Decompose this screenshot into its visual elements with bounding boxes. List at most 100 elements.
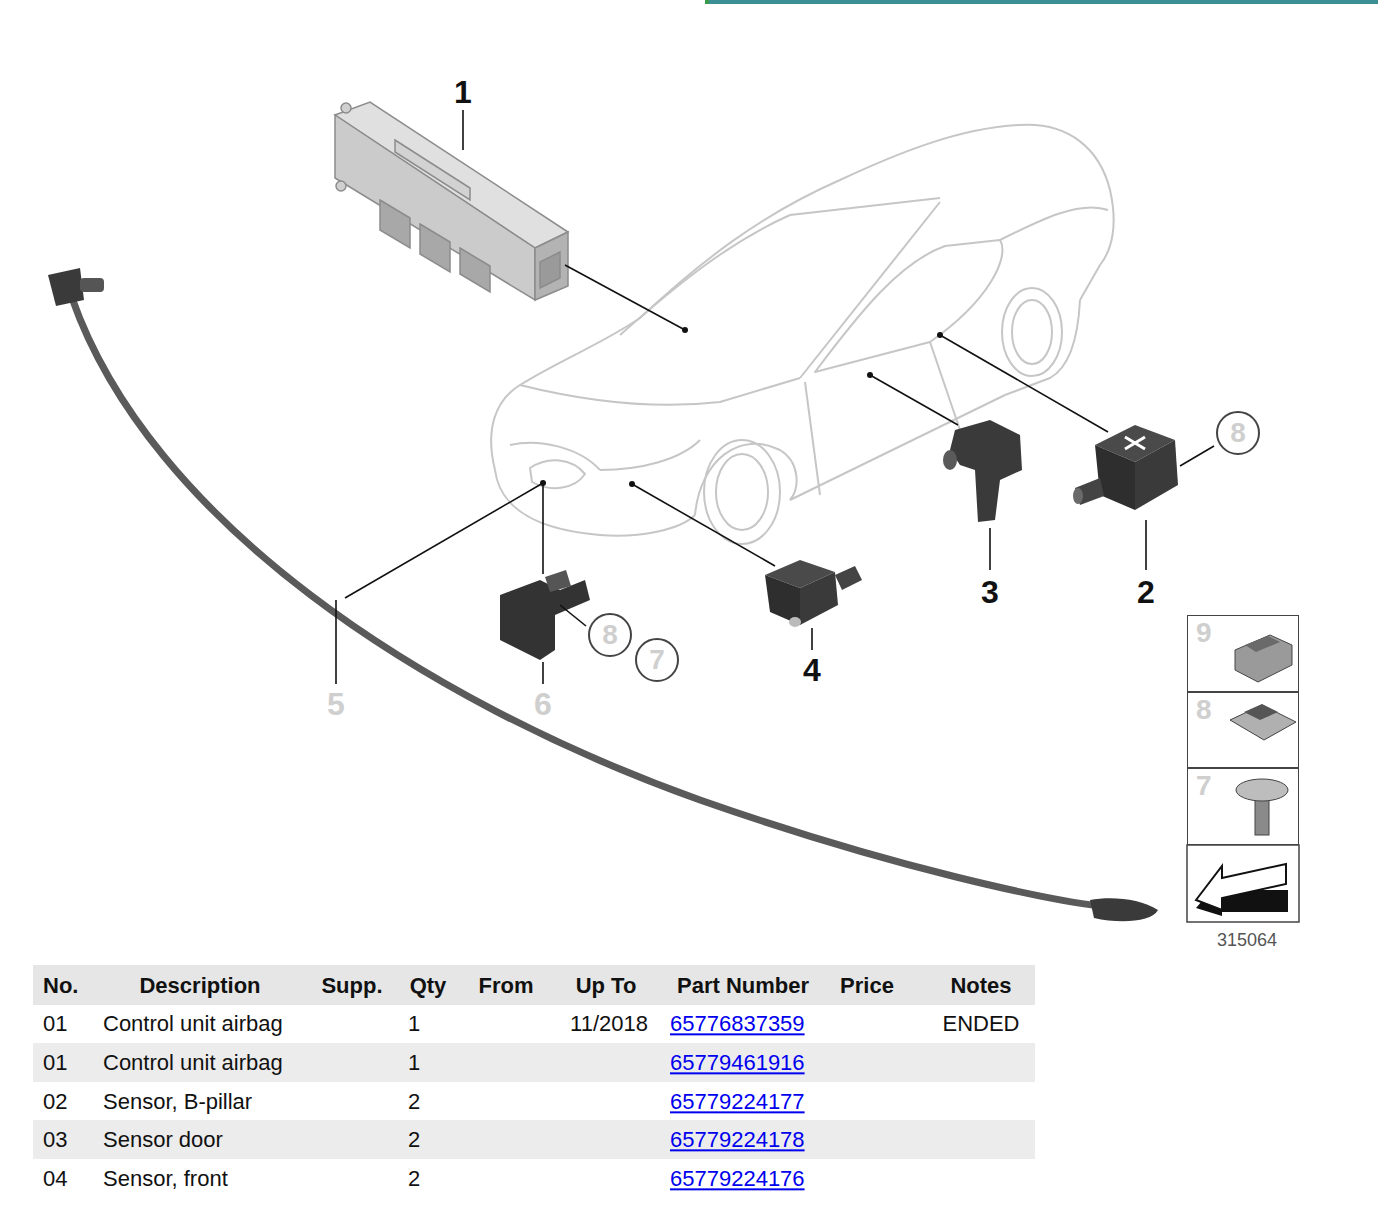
callout-number: 7	[649, 645, 665, 676]
unit-rib	[395, 140, 470, 200]
leader-dots	[540, 327, 943, 487]
sensor-b-pillar	[1073, 425, 1178, 510]
table-header: From	[479, 973, 534, 998]
callout-number: 7	[1196, 771, 1212, 802]
car-door-line	[805, 382, 820, 495]
cable-connector	[80, 278, 104, 292]
table-header: Description	[139, 973, 260, 998]
car-a-pillar	[620, 215, 790, 335]
leader-dot	[540, 480, 546, 486]
table-row-band	[33, 1120, 1035, 1159]
top-bar-mark	[705, 0, 709, 4]
callout-number: 4	[803, 652, 821, 689]
diagram-id: 315064	[1217, 930, 1277, 951]
unit-front	[335, 115, 535, 300]
car-roof-edge	[790, 198, 940, 215]
car-grille	[530, 460, 585, 488]
screw-icon	[1236, 779, 1288, 801]
leader-dot	[629, 481, 635, 487]
sensor-front	[765, 560, 862, 627]
table-cell: 1	[408, 1050, 420, 1075]
callout-number: 2	[1137, 574, 1155, 611]
callout-number: 6	[534, 686, 552, 723]
table-header: No.	[43, 973, 78, 998]
table-cell: 2	[408, 1089, 420, 1114]
leader-dot	[867, 372, 873, 378]
table-cell: 03	[43, 1127, 67, 1152]
table-cell: Sensor, front	[103, 1166, 228, 1191]
sensor-plug	[943, 450, 957, 470]
table-header: Up To	[576, 973, 637, 998]
table-row-band	[33, 1043, 1035, 1082]
table-header: Part Number	[677, 973, 809, 998]
unit-connector	[420, 224, 450, 272]
small-part-box: 7	[1187, 768, 1299, 845]
unit-connector	[380, 200, 410, 248]
car-rear-wheel	[1012, 300, 1052, 364]
callout-circle: 8	[588, 613, 632, 657]
leader-line	[1180, 446, 1214, 466]
table-header-band	[33, 965, 1035, 1005]
callout-number: 5	[327, 686, 345, 723]
callout-circle: 7	[635, 638, 679, 682]
callout-number: 1	[454, 74, 472, 111]
table-cell: 2	[408, 1127, 420, 1152]
callout-number: 8	[1230, 418, 1246, 449]
table-cell: 04	[43, 1166, 67, 1191]
sensor-body	[950, 420, 1022, 522]
sensor-bracket	[500, 570, 590, 660]
car-headlight	[600, 440, 700, 470]
unit-tab	[336, 181, 346, 191]
arrow-icon	[1196, 864, 1286, 910]
leader-line	[940, 335, 1108, 432]
leader-line	[345, 483, 543, 598]
leader-line	[565, 265, 685, 330]
leader-line	[542, 662, 544, 684]
sensor-front	[1095, 445, 1135, 510]
part-number-link: 65779461916	[670, 1050, 805, 1075]
airbag-control-unit	[335, 102, 568, 300]
car-roof-line	[1000, 207, 1108, 240]
callout-circle: 8	[1216, 411, 1260, 455]
part-number-link: 65776837359	[670, 1011, 805, 1036]
nut-icon	[1244, 704, 1278, 720]
clip-icon	[1245, 636, 1280, 652]
clip-icon	[1235, 635, 1292, 682]
nut-icon	[1230, 705, 1296, 740]
callout-number: 3	[981, 574, 999, 611]
table-cell: 2	[408, 1166, 420, 1191]
callout-number: 9	[1196, 618, 1212, 649]
car-front-wheel	[704, 440, 780, 544]
sensor-side	[800, 572, 838, 625]
leader-dot	[682, 327, 688, 333]
car-rear-line	[1005, 300, 1080, 395]
table-header: Qty	[410, 973, 447, 998]
leader-line	[989, 528, 991, 570]
table-cell: ENDED	[942, 1011, 1019, 1036]
leader-dot	[937, 332, 943, 338]
sensor-door	[943, 420, 1022, 522]
small-part-box: 8	[1187, 692, 1299, 768]
part-number-link: 65779224176	[670, 1166, 805, 1191]
leader-line	[542, 483, 544, 574]
unit-connector	[460, 248, 490, 292]
leader-line	[1145, 520, 1147, 570]
sensor-plug	[835, 566, 862, 590]
car-a-pillar	[800, 202, 940, 378]
callout-number: 8	[1196, 695, 1212, 726]
part-number-link: 65779224178	[670, 1127, 805, 1152]
table-cell: 01	[43, 1050, 67, 1075]
table-cell: 11/2018	[570, 1011, 648, 1036]
sensor-side	[1135, 440, 1178, 510]
cable-end	[1090, 898, 1158, 921]
unit-side	[535, 232, 568, 300]
arrow-box	[1187, 845, 1299, 922]
sensor-cable	[72, 298, 1100, 906]
small-part-box: 9	[1187, 615, 1299, 692]
table-cell: 1	[408, 1011, 420, 1036]
car-front-wheel	[716, 454, 768, 530]
leader-lines	[336, 110, 1214, 684]
part-number-link: 65779224177	[670, 1089, 805, 1114]
car-hood-line	[520, 378, 800, 405]
leader-line	[632, 484, 775, 566]
